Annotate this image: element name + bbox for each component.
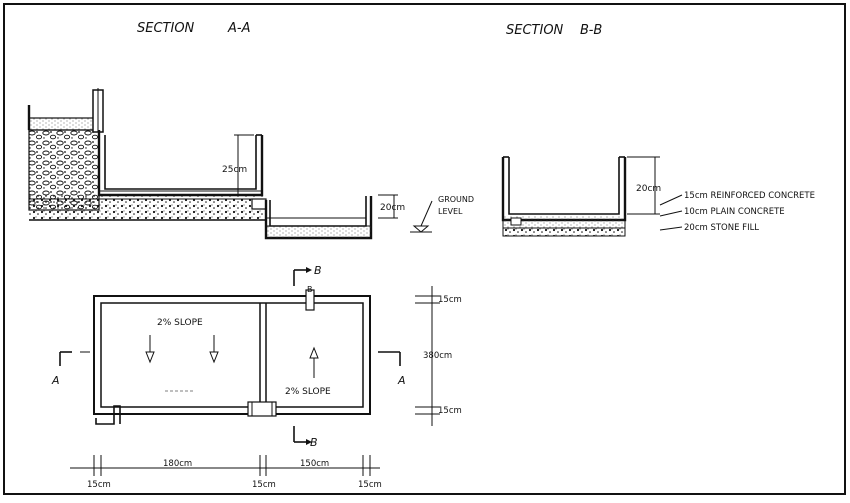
dim-20cm-b: 20cm [636, 184, 661, 194]
slope-arrow-down-1 [145, 335, 155, 364]
layer-plain-concrete: 10cm PLAIN CONCRETE [684, 207, 785, 217]
dim-15cm-bottom: 15cm [438, 406, 462, 416]
section-b-drawing: 20cm 15cm REINFORCED CONCRETE 10cm PLAIN… [501, 156, 815, 237]
stone-fill-b [502, 227, 626, 237]
dim-15cm-b3: 15cm [358, 480, 382, 490]
wall-cap [28, 117, 100, 131]
dim-380cm: 380cm [423, 351, 452, 361]
dim-25cm: 25cm [222, 165, 247, 175]
basin-slab [265, 225, 372, 239]
section-b-title: SECTION B-B [506, 23, 602, 38]
top-drain [305, 289, 315, 311]
ground-label-2: LEVEL [438, 207, 463, 216]
cut-b-top-label: B [314, 264, 322, 277]
slope-arrow-up [309, 346, 319, 378]
dim-15cm-b2: 15cm [252, 480, 276, 490]
cut-line-a: A A [51, 351, 406, 387]
slope-right-label: 2% SLOPE [285, 387, 331, 397]
slope-left-label: 2% SLOPE [157, 318, 203, 328]
section-a-drawing: 25cm 20cm GROUND LEVEL [27, 88, 474, 240]
dim-150cm: 150cm [300, 459, 329, 469]
tank-b-walls [501, 157, 627, 222]
plan-outer-wall [93, 295, 371, 415]
plan-view: B 2% SLOPE 2% SLOPE A [51, 264, 462, 490]
dim-15cm-b1: 15cm [87, 480, 111, 490]
frame-border [3, 3, 846, 495]
ground-label-1: GROUND [438, 195, 474, 204]
section-a-id: A-A [227, 21, 250, 36]
horizontal-dimensions: 15cm 180cm 15cm 150cm 15cm [70, 455, 382, 490]
layer-reinforced-concrete: 15cm REINFORCED CONCRETE [684, 191, 815, 201]
bottom-junction [247, 401, 277, 417]
section-b-id: B-B [580, 23, 602, 38]
cut-a-left-label: A [51, 374, 60, 387]
outlet-pipe [251, 198, 267, 210]
layer-stone-fill: 20cm STONE FILL [684, 223, 759, 233]
dim-180cm: 180cm [163, 459, 192, 469]
cut-line-b: B B [293, 264, 322, 449]
cut-a-right-label: A [397, 374, 406, 387]
cut-b-bottom-label: B [310, 436, 318, 449]
section-a-label: SECTION [137, 21, 195, 36]
section-b-label: SECTION [506, 23, 564, 38]
section-a-title: SECTION A-A [137, 21, 250, 36]
dim-20cm-a: 20cm [380, 203, 405, 213]
drain-label: B [307, 285, 313, 294]
drain-pipe-b [510, 217, 522, 226]
left-outlet-pipe [95, 405, 121, 425]
ground-level-symbol [412, 225, 430, 233]
dim-15cm-top: 15cm [438, 295, 462, 305]
vertical-dimensions: 15cm 380cm 15cm [415, 286, 462, 426]
slope-arrow-down-2 [209, 335, 219, 364]
